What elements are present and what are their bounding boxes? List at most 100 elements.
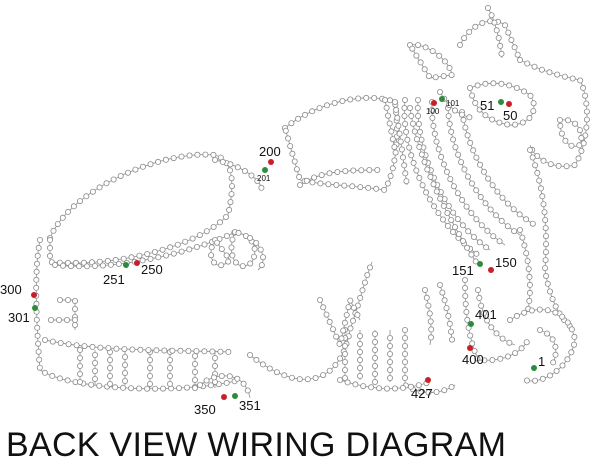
led-hole (166, 372, 173, 379)
led-hole (557, 117, 564, 124)
led-hole (484, 317, 491, 324)
led-hole (414, 97, 421, 104)
led-hole (211, 156, 218, 163)
led-hole (558, 130, 565, 137)
led-hole (37, 236, 44, 243)
led-hole (178, 153, 185, 160)
led-hole (422, 44, 429, 51)
led-hole (445, 312, 452, 319)
marker-label-427: 427 (411, 386, 433, 401)
led-hole (484, 227, 491, 234)
led-hole (376, 385, 383, 392)
led-hole (189, 235, 196, 242)
led-hole (357, 184, 364, 191)
led-hole (139, 257, 146, 264)
led-hole (203, 377, 210, 384)
led-hole (543, 241, 550, 248)
led-hole (402, 121, 409, 128)
led-hole (320, 372, 327, 379)
led-hole (359, 287, 366, 294)
led-hole (421, 66, 428, 73)
led-hole (128, 385, 135, 392)
led-hole (33, 316, 40, 323)
led-hole (47, 252, 54, 259)
led-hole (448, 383, 455, 390)
led-hole (404, 136, 411, 143)
led-hole (65, 341, 72, 348)
led-hole (526, 297, 533, 304)
led-hole (33, 284, 40, 291)
led-hole (386, 366, 393, 373)
led-hole (498, 50, 505, 57)
led-hole (336, 355, 343, 362)
led-hole (454, 216, 461, 223)
led-hole (288, 120, 295, 127)
led-hole (403, 128, 410, 135)
marker-label-50: 50 (503, 108, 517, 123)
led-hole (428, 107, 435, 114)
led-hole (583, 100, 590, 107)
led-hole (517, 226, 524, 233)
led-hole (201, 241, 208, 248)
led-hole (568, 326, 575, 333)
led-hole (458, 159, 465, 166)
led-hole (296, 173, 303, 180)
led-hole (463, 203, 470, 210)
led-hole (222, 213, 229, 220)
led-hole (455, 231, 462, 238)
led-hole (443, 305, 450, 312)
led-hole (371, 370, 378, 377)
led-hole (244, 387, 251, 394)
led-hole (391, 385, 398, 392)
led-hole (521, 242, 528, 249)
led-hole (444, 222, 451, 229)
led-hole (72, 316, 79, 323)
led-hole (33, 276, 40, 283)
led-hole (247, 260, 254, 267)
led-hole (338, 335, 345, 342)
led-hole (81, 343, 88, 350)
led-hole (77, 370, 84, 377)
led-hole (64, 377, 71, 384)
led-hole (229, 236, 236, 243)
led-hole (521, 309, 528, 316)
led-hole (201, 348, 208, 355)
led-hole (532, 162, 539, 169)
marker-dot-401 (468, 321, 474, 327)
led-hole (433, 188, 440, 195)
led-hole (436, 52, 443, 59)
led-hole (107, 372, 114, 379)
led-hole (356, 364, 363, 371)
led-hole (392, 149, 399, 156)
led-hole (391, 157, 398, 164)
led-hole (508, 37, 515, 44)
led-hole (169, 347, 176, 354)
led-hole (546, 69, 553, 76)
led-hole (387, 172, 394, 179)
led-hole (529, 220, 536, 227)
led-hole (473, 187, 480, 194)
led-hole (144, 250, 151, 257)
led-hole (289, 150, 296, 157)
marker-label-401: 401 (475, 307, 497, 322)
led-hole (296, 181, 303, 188)
led-hole (107, 261, 114, 268)
led-hole (425, 389, 432, 396)
led-hole (384, 180, 391, 187)
led-hole (450, 183, 457, 190)
led-hole (371, 346, 378, 353)
led-hole (466, 28, 473, 35)
led-hole (441, 297, 448, 304)
led-hole (77, 354, 84, 361)
led-hole (494, 188, 501, 195)
led-hole (257, 246, 264, 253)
led-hole (259, 361, 266, 368)
led-hole (396, 130, 403, 137)
led-hole (325, 181, 332, 188)
led-hole (583, 108, 590, 115)
led-hole (525, 265, 532, 272)
led-hole (547, 161, 554, 168)
led-hole (414, 105, 421, 112)
led-hole (177, 347, 184, 354)
